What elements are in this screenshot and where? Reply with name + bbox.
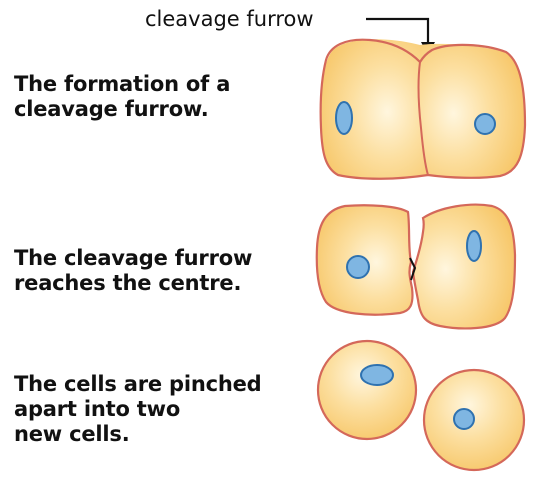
- stage-3-cells: [316, 339, 526, 472]
- stage-2-caption-line-2: reaches the centre.: [14, 271, 242, 295]
- stage-2-right-cell: [411, 203, 517, 330]
- stage-3-caption-line-2: apart into two: [14, 397, 181, 421]
- stage-1-furrow-line: [417, 61, 429, 176]
- stage-3-cell-upper: [316, 339, 418, 441]
- stage-1-nucleus-right: [474, 113, 496, 135]
- stage-3-caption: The cells are pinched apart into two new…: [14, 372, 262, 447]
- stage-2-nucleus-left: [346, 255, 370, 279]
- stage-1-right-half: [420, 43, 525, 178]
- stage-1-cell: [319, 38, 527, 180]
- stage-2-nucleus-right: [466, 230, 482, 262]
- stage-1-caption-line-2: cleavage furrow.: [14, 97, 209, 121]
- stage-3-caption-line-3: new cells.: [14, 422, 130, 446]
- stage-3-caption-line-1: The cells are pinched: [14, 372, 262, 396]
- stage-1-outline: [319, 38, 527, 180]
- stage-1-caption-line-1: The formation of a: [14, 72, 231, 96]
- stage-1-caption: The formation of a cleavage furrow.: [14, 72, 230, 122]
- stage-1-nucleus-left: [335, 101, 353, 135]
- stage-3-nucleus-upper: [360, 364, 394, 386]
- cleavage-furrow-label: cleavage furrow: [145, 7, 314, 31]
- stage-2-furrow-pinch: [409, 257, 417, 281]
- stage-3-nucleus-lower: [453, 408, 475, 430]
- stage-1-left-half: [320, 39, 428, 179]
- stage-2-cells: [315, 203, 517, 330]
- stage-2-caption-line-1: The cleavage furrow: [14, 246, 253, 270]
- stage-2-caption: The cleavage furrow reaches the centre.: [14, 246, 252, 296]
